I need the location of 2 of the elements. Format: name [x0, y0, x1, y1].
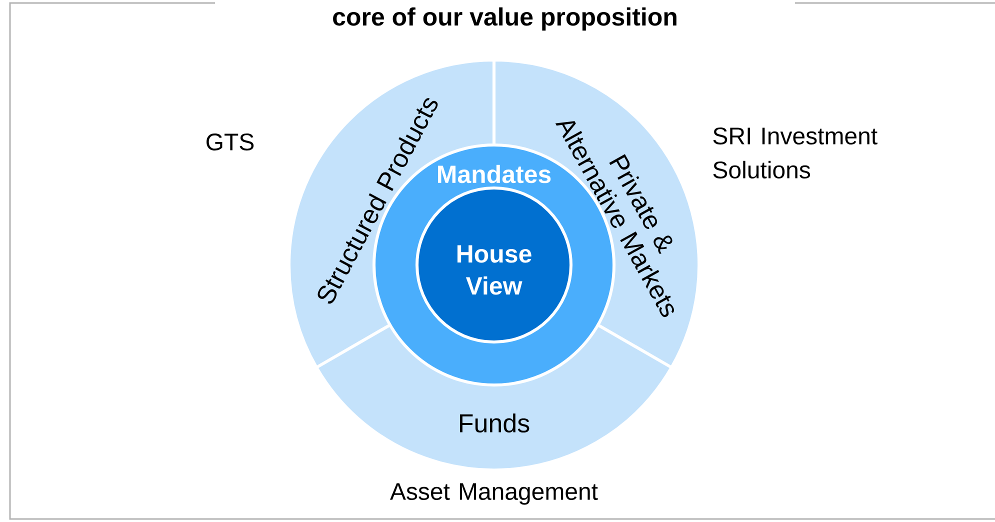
title: core of our value proposition	[333, 7, 676, 31]
label: GTS	[206, 134, 254, 150]
